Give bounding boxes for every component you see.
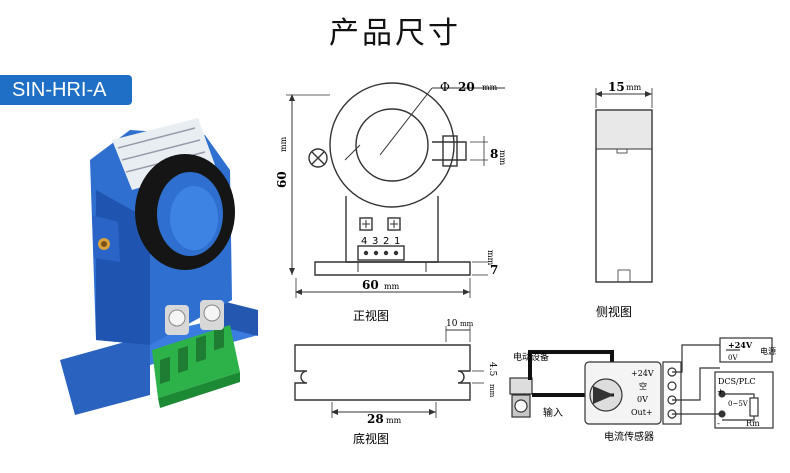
power-0v-label: 0V [728,354,738,362]
bottom-view-caption: 底视图 [353,431,389,446]
front-diameter-unit: mm [482,83,498,92]
wiring-diagram [509,337,774,429]
terminal-out-label: Out+ [631,408,653,417]
front-diameter-value: 20 [458,80,475,94]
side-view-drawing [595,88,653,283]
front-base-value: 7 [490,263,498,277]
front-width-unit: mm [384,282,400,291]
front-diameter-symbol: Φ [440,80,450,94]
model-badge: SIN-HRI-A [0,75,132,105]
front-view-drawing [286,82,505,298]
terminal-24v-label: +24V [631,369,654,378]
side-thickness-value: 15 [608,80,625,94]
side-thickness-unit: mm [626,83,642,92]
bottom-slot-depth-unit: mm [488,384,496,398]
plus-label: + [717,387,724,396]
bottom-slot-depth-value: 4.5 [487,362,497,377]
front-base-unit: mm [486,250,495,266]
side-view-caption: 侧视图 [596,304,632,319]
pin-label-2: 2 [383,236,389,247]
pin-label-1: 1 [394,236,400,247]
bottom-view-drawing [294,326,484,418]
front-view-caption: 正视图 [353,308,389,323]
pin-label-3: 3 [372,236,378,247]
dcs-label: DCS/PLC [718,377,756,386]
page-title: 产品尺寸 [329,16,461,51]
power-24v-label: +24V [728,340,753,350]
input-label: 输入 [543,406,563,419]
power-name-label: 电源 [760,346,776,356]
bottom-pitch-unit: mm [386,416,402,425]
minus-label: - [717,419,720,428]
front-height-value: 60 [275,171,289,188]
device-label: 电动设备 [513,351,549,363]
terminal-0v-label: 0V [637,395,648,404]
front-slot-unit: mm [498,150,507,166]
pin-label-4: 4 [361,236,367,247]
range-label: 0~5V [728,400,749,408]
sensor-label: 电流传感器 [604,430,654,443]
bottom-slot-width-value: 10 [446,319,458,329]
front-width-value: 60 [362,278,379,292]
sensor-product-image [60,118,258,415]
terminal-empty-label: 空 [639,381,647,391]
rm-label: Rm [746,419,760,428]
bottom-pitch-value: 28 [367,412,384,426]
front-slot-value: 8 [490,147,498,161]
front-height-unit: mm [279,136,288,152]
bottom-slot-width-unit: mm [460,320,474,328]
